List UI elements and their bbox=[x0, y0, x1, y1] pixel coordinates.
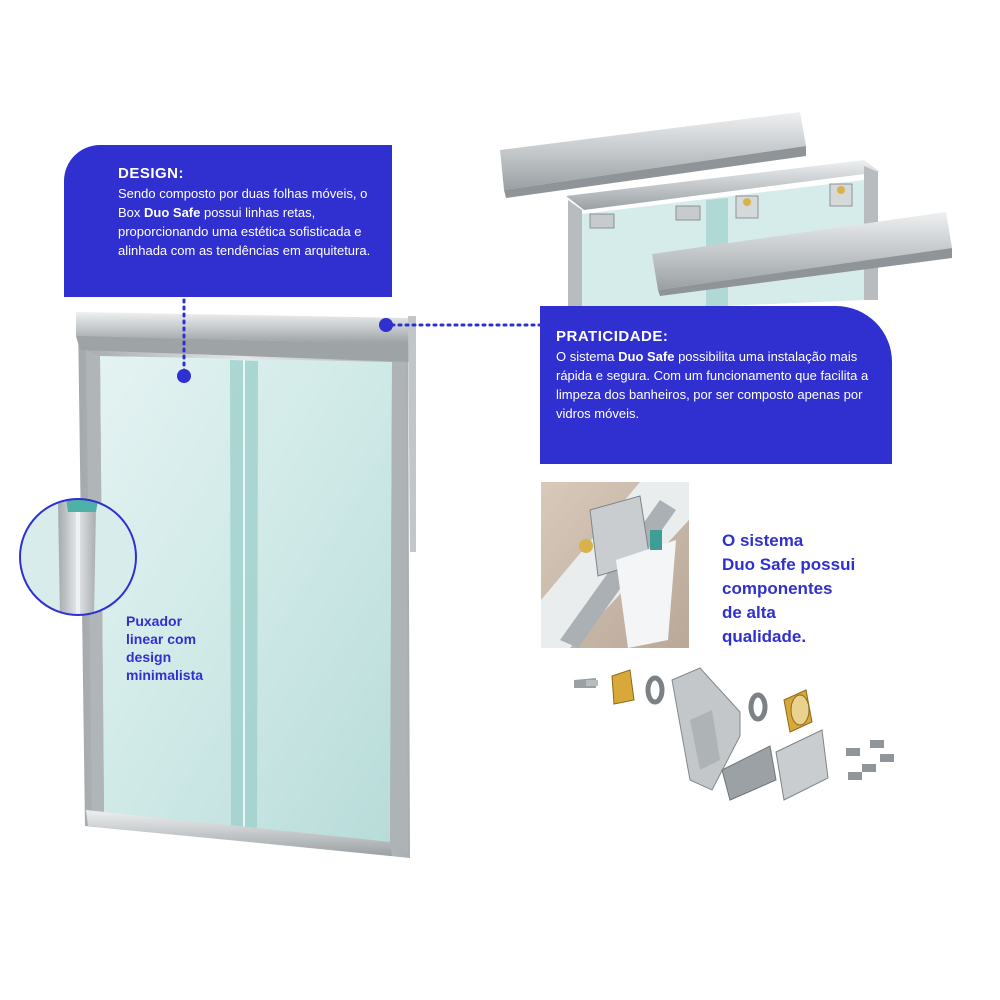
handle-caption-line: Puxador bbox=[126, 613, 183, 629]
design-description: Sendo composto por duas folhas móveis, o… bbox=[118, 184, 372, 260]
praticidade-callout: PRATICIDADE: O sistema Duo Safe possibil… bbox=[540, 306, 892, 464]
quality-caption-line: qualidade. bbox=[722, 627, 807, 646]
quality-caption-line: componentes bbox=[722, 579, 833, 598]
quality-caption: O sistema Duo Safe possui componentes de… bbox=[722, 529, 855, 649]
handle-caption-line: linear com bbox=[126, 631, 197, 647]
praticidade-title: PRATICIDADE: bbox=[556, 328, 669, 345]
handle-caption: Puxador linear com design minimalista bbox=[126, 612, 203, 684]
handle-caption-line: minimalista bbox=[126, 667, 204, 683]
design-text-end: possui linhas retas, proporcionando uma … bbox=[118, 205, 371, 258]
design-title: DESIGN: bbox=[118, 165, 185, 182]
quality-caption-line: O sistema bbox=[722, 531, 804, 550]
praticidade-description: O sistema Duo Safe possibilita uma insta… bbox=[556, 347, 872, 423]
handle-zoom-illustration bbox=[19, 498, 137, 616]
detail-photo-illustration bbox=[541, 482, 689, 648]
shower-door-illustration bbox=[76, 312, 416, 858]
design-text-start: Sendo composto por duas folhas móveis, o… bbox=[118, 186, 368, 220]
hardware-components-illustration bbox=[574, 667, 894, 801]
praticidade-text-start: O sistema bbox=[556, 349, 619, 364]
praticidade-brand-name: Duo Safe bbox=[618, 349, 675, 364]
praticidade-text-end: possibilita uma instalação mais rápida e… bbox=[556, 349, 869, 421]
callout-pointers bbox=[177, 298, 542, 383]
rail-assembly-illustration bbox=[500, 112, 952, 312]
quality-caption-line: Duo Safe possui bbox=[722, 555, 856, 574]
handle-caption-line: design bbox=[126, 649, 172, 665]
design-callout: DESIGN: Sendo composto por duas folhas m… bbox=[64, 145, 392, 297]
design-brand-name: Duo Safe bbox=[144, 205, 201, 220]
quality-caption-line: de alta bbox=[722, 603, 776, 622]
